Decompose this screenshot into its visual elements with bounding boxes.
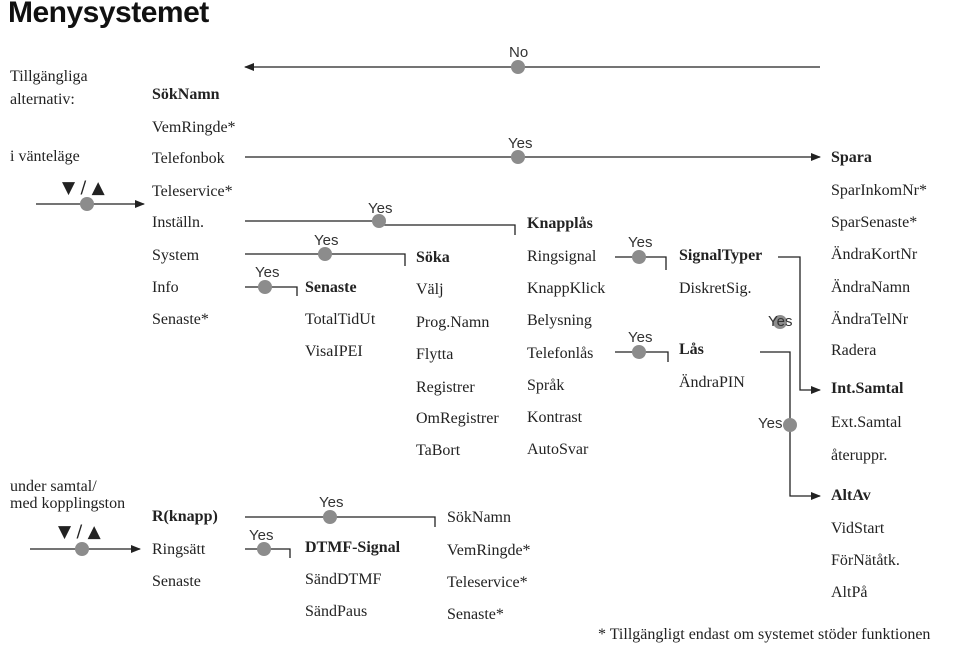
menu-item-ateruppr: återuppr.	[831, 447, 888, 464]
yes-label: Yes	[758, 415, 783, 432]
yes-label: Yes	[249, 527, 274, 544]
standby-label: i vänteläge	[10, 148, 80, 165]
menu-item-omregistrer: OmRegistrer	[416, 410, 499, 427]
junction-dot	[632, 250, 646, 264]
menu-item-knapplas: Knapplås	[527, 215, 593, 232]
menu-item-call-teleservice: Teleservice*	[447, 574, 528, 591]
menu-item-telefonbok: Telefonbok	[152, 150, 225, 167]
menu-item-belysning: Belysning	[527, 312, 592, 329]
menu-item-diskretsig: DiskretSig.	[679, 280, 752, 297]
menu-item-info: Info	[152, 279, 179, 296]
menu-item-visaipei: VisaIPEI	[305, 343, 363, 360]
menu-item-sandpaus: SändPaus	[305, 603, 368, 620]
menu-item-installn: Inställn.	[152, 214, 204, 231]
nav-keys-icon: ▼ / ▲	[62, 178, 105, 198]
menu-item-vemringde: VemRingde*	[152, 119, 236, 136]
menu-item-call-vemringde: VemRingde*	[447, 542, 531, 559]
menu-item-vidstart: VidStart	[831, 520, 885, 537]
menu-item-andrakortnr: ÄndraKortNr	[831, 246, 918, 263]
yes-label: Yes	[319, 494, 344, 511]
junction-dot	[372, 214, 386, 228]
menu-item-telefonlas: Telefonlås	[527, 345, 594, 362]
available-label-line1: Tillgängliga	[10, 68, 88, 85]
no-label: No	[509, 44, 529, 61]
junction-dot	[773, 315, 787, 329]
menu-item-registrer: Registrer	[416, 379, 475, 396]
menu-item-system: System	[152, 247, 200, 264]
menu-item-ringsignal: Ringsignal	[527, 248, 597, 265]
yes-label: Yes	[368, 200, 393, 217]
menu-item-radera: Radera	[831, 342, 877, 359]
junction-dot	[257, 542, 271, 556]
menu-item-soka: Söka	[416, 249, 450, 266]
menu-item-altpa: AltPå	[831, 584, 868, 601]
junction-dot	[80, 197, 94, 211]
menu-item-sparinkomnr: SparInkomNr*	[831, 182, 927, 199]
during-call-label-line1: under samtal/	[10, 478, 97, 495]
nav-keys-icon: ▼ / ▲	[58, 522, 101, 542]
menu-item-extsamtal: Ext.Samtal	[831, 414, 902, 431]
yes-label: Yes	[768, 313, 793, 330]
menu-item-totaltidut: TotalTidUt	[305, 311, 376, 328]
yes-label: Yes	[628, 329, 653, 346]
footnote: * Tillgängligt endast om systemet stöder…	[598, 626, 931, 643]
yes-label: Yes	[508, 135, 533, 152]
menu-item-las: Lås	[679, 341, 704, 358]
menu-item-spara: Spara	[831, 149, 872, 166]
menu-item-senaste-head: Senaste	[305, 279, 357, 296]
menu-item-call-senaste-star: Senaste*	[447, 606, 504, 623]
during-call-label-line2: med kopplingston	[10, 495, 126, 512]
menu-item-autosvar: AutoSvar	[527, 441, 589, 458]
page-title: Menysystemet	[8, 0, 209, 29]
menu-item-andrapin: ÄndraPIN	[679, 374, 745, 391]
available-label-line2: alternativ:	[10, 91, 75, 108]
yes-label: Yes	[628, 234, 653, 251]
junction-dot	[75, 542, 89, 556]
junction-dot	[783, 418, 797, 432]
yes-label: Yes	[255, 264, 280, 281]
menu-item-sanddtmf: SändDTMF	[305, 571, 382, 588]
menu-item-intsamtal: Int.Samtal	[831, 380, 904, 397]
junction-dot	[511, 60, 525, 74]
yes-label: Yes	[314, 232, 339, 249]
menu-item-flytta: Flytta	[416, 346, 454, 363]
menu-item-kontrast: Kontrast	[527, 409, 583, 426]
menu-item-andranamn: ÄndraNamn	[831, 279, 911, 296]
junction-dot	[258, 280, 272, 294]
junction-dot	[511, 150, 525, 164]
menu-item-prognamn: Prog.Namn	[416, 314, 490, 331]
menu-item-fornatatk: FörNätåtk.	[831, 552, 900, 569]
junction-dot	[323, 510, 337, 524]
menu-item-valj: Välj	[416, 281, 444, 298]
menu-item-andratelnr: ÄndraTelNr	[831, 311, 909, 328]
menu-item-ringsatt: Ringsätt	[152, 541, 206, 558]
menu-item-signaltyper: SignalTyper	[679, 247, 763, 264]
menu-item-altav: AltAv	[831, 487, 871, 504]
menu-item-tabort: TaBort	[416, 442, 461, 459]
menu-item-rknapp: R(knapp)	[152, 508, 218, 525]
junction-dot	[632, 345, 646, 359]
menu-item-sparsenaste: SparSenaste*	[831, 214, 918, 231]
menu-item-soknamn: SökNamn	[152, 86, 220, 103]
menu-item-call-soknamn: SökNamn	[447, 509, 511, 526]
menu-item-knappklick: KnappKlick	[527, 280, 606, 297]
menu-item-call-senaste: Senaste	[152, 573, 201, 590]
menu-item-senaste: Senaste*	[152, 311, 209, 328]
menu-item-dtmf-signal: DTMF-Signal	[305, 539, 401, 556]
menu-item-sprak: Språk	[527, 377, 565, 394]
menu-item-teleservice: Teleservice*	[152, 183, 233, 200]
junction-dot	[318, 247, 332, 261]
